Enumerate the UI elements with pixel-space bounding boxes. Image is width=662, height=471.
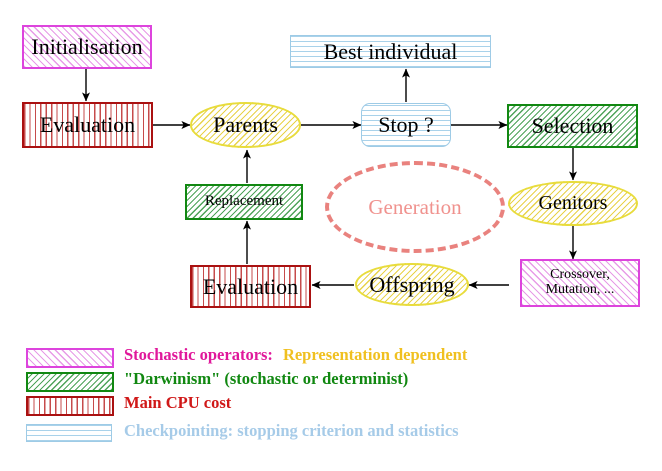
node-replacement-label: Replacement bbox=[204, 193, 284, 210]
node-evaluation-bottom-label: Evaluation bbox=[202, 273, 299, 299]
offspring-outline bbox=[355, 263, 469, 306]
legend-row-checkpointing: Checkpointing: stopping criterion and st… bbox=[0, 421, 662, 444]
legend-label-stochastic-accent: Representation dependent bbox=[282, 345, 468, 364]
node-offspring[interactable]: Offspring bbox=[355, 263, 469, 306]
node-crossover-label-line1: Crossover, bbox=[550, 267, 610, 283]
node-evaluation-bottom[interactable]: Evaluation bbox=[190, 265, 311, 308]
node-best-individual-label: Best individual bbox=[323, 38, 458, 64]
legend-swatch-blue-stripes bbox=[26, 424, 112, 442]
legend-label-cpu-cost: Main CPU cost bbox=[124, 393, 232, 412]
node-selection-label: Selection bbox=[531, 113, 614, 139]
node-best-individual[interactable]: Best individual bbox=[290, 35, 491, 68]
legend-swatch-green-hatch bbox=[26, 372, 114, 392]
parents-outline bbox=[190, 102, 301, 148]
node-selection[interactable]: Selection bbox=[507, 104, 638, 148]
node-evaluation-top-label: Evaluation bbox=[39, 112, 136, 138]
node-initialisation-label: Initialisation bbox=[31, 34, 143, 60]
legend-label-stochastic-text: Stochastic operators: bbox=[124, 345, 273, 364]
node-initialisation[interactable]: Initialisation bbox=[22, 25, 152, 69]
node-evaluation-top[interactable]: Evaluation bbox=[22, 102, 153, 148]
legend-row-darwinism: "Darwinism" (stochastic or determinist) bbox=[0, 369, 662, 392]
node-genitors[interactable]: Genitors bbox=[508, 181, 638, 226]
node-crossover-label-line2: Mutation, ... bbox=[545, 282, 615, 297]
node-generation-boundary: Generation bbox=[325, 161, 505, 253]
legend-swatch-red-stripes bbox=[26, 396, 114, 416]
node-crossover-mutation[interactable]: Crossover, Mutation, ... bbox=[520, 259, 640, 307]
genitors-outline bbox=[508, 181, 638, 226]
legend-label-darwinism: "Darwinism" (stochastic or determinist) bbox=[124, 369, 409, 388]
legend-swatch-magenta-hatch bbox=[26, 348, 114, 368]
legend-label-stochastic: Stochastic operators: Representation depe… bbox=[124, 345, 467, 365]
legend-label-checkpointing: Checkpointing: stopping criterion and st… bbox=[124, 421, 459, 440]
legend-row-cpu-cost: Main CPU cost bbox=[0, 393, 662, 416]
legend-row-stochastic: Stochastic operators: Representation depe… bbox=[0, 345, 662, 368]
node-generation-label: Generation bbox=[368, 194, 462, 219]
node-stop-label: Stop ? bbox=[378, 112, 434, 138]
node-replacement[interactable]: Replacement bbox=[185, 184, 303, 220]
node-parents[interactable]: Parents bbox=[190, 102, 301, 148]
node-stop[interactable]: Stop ? bbox=[361, 103, 451, 147]
